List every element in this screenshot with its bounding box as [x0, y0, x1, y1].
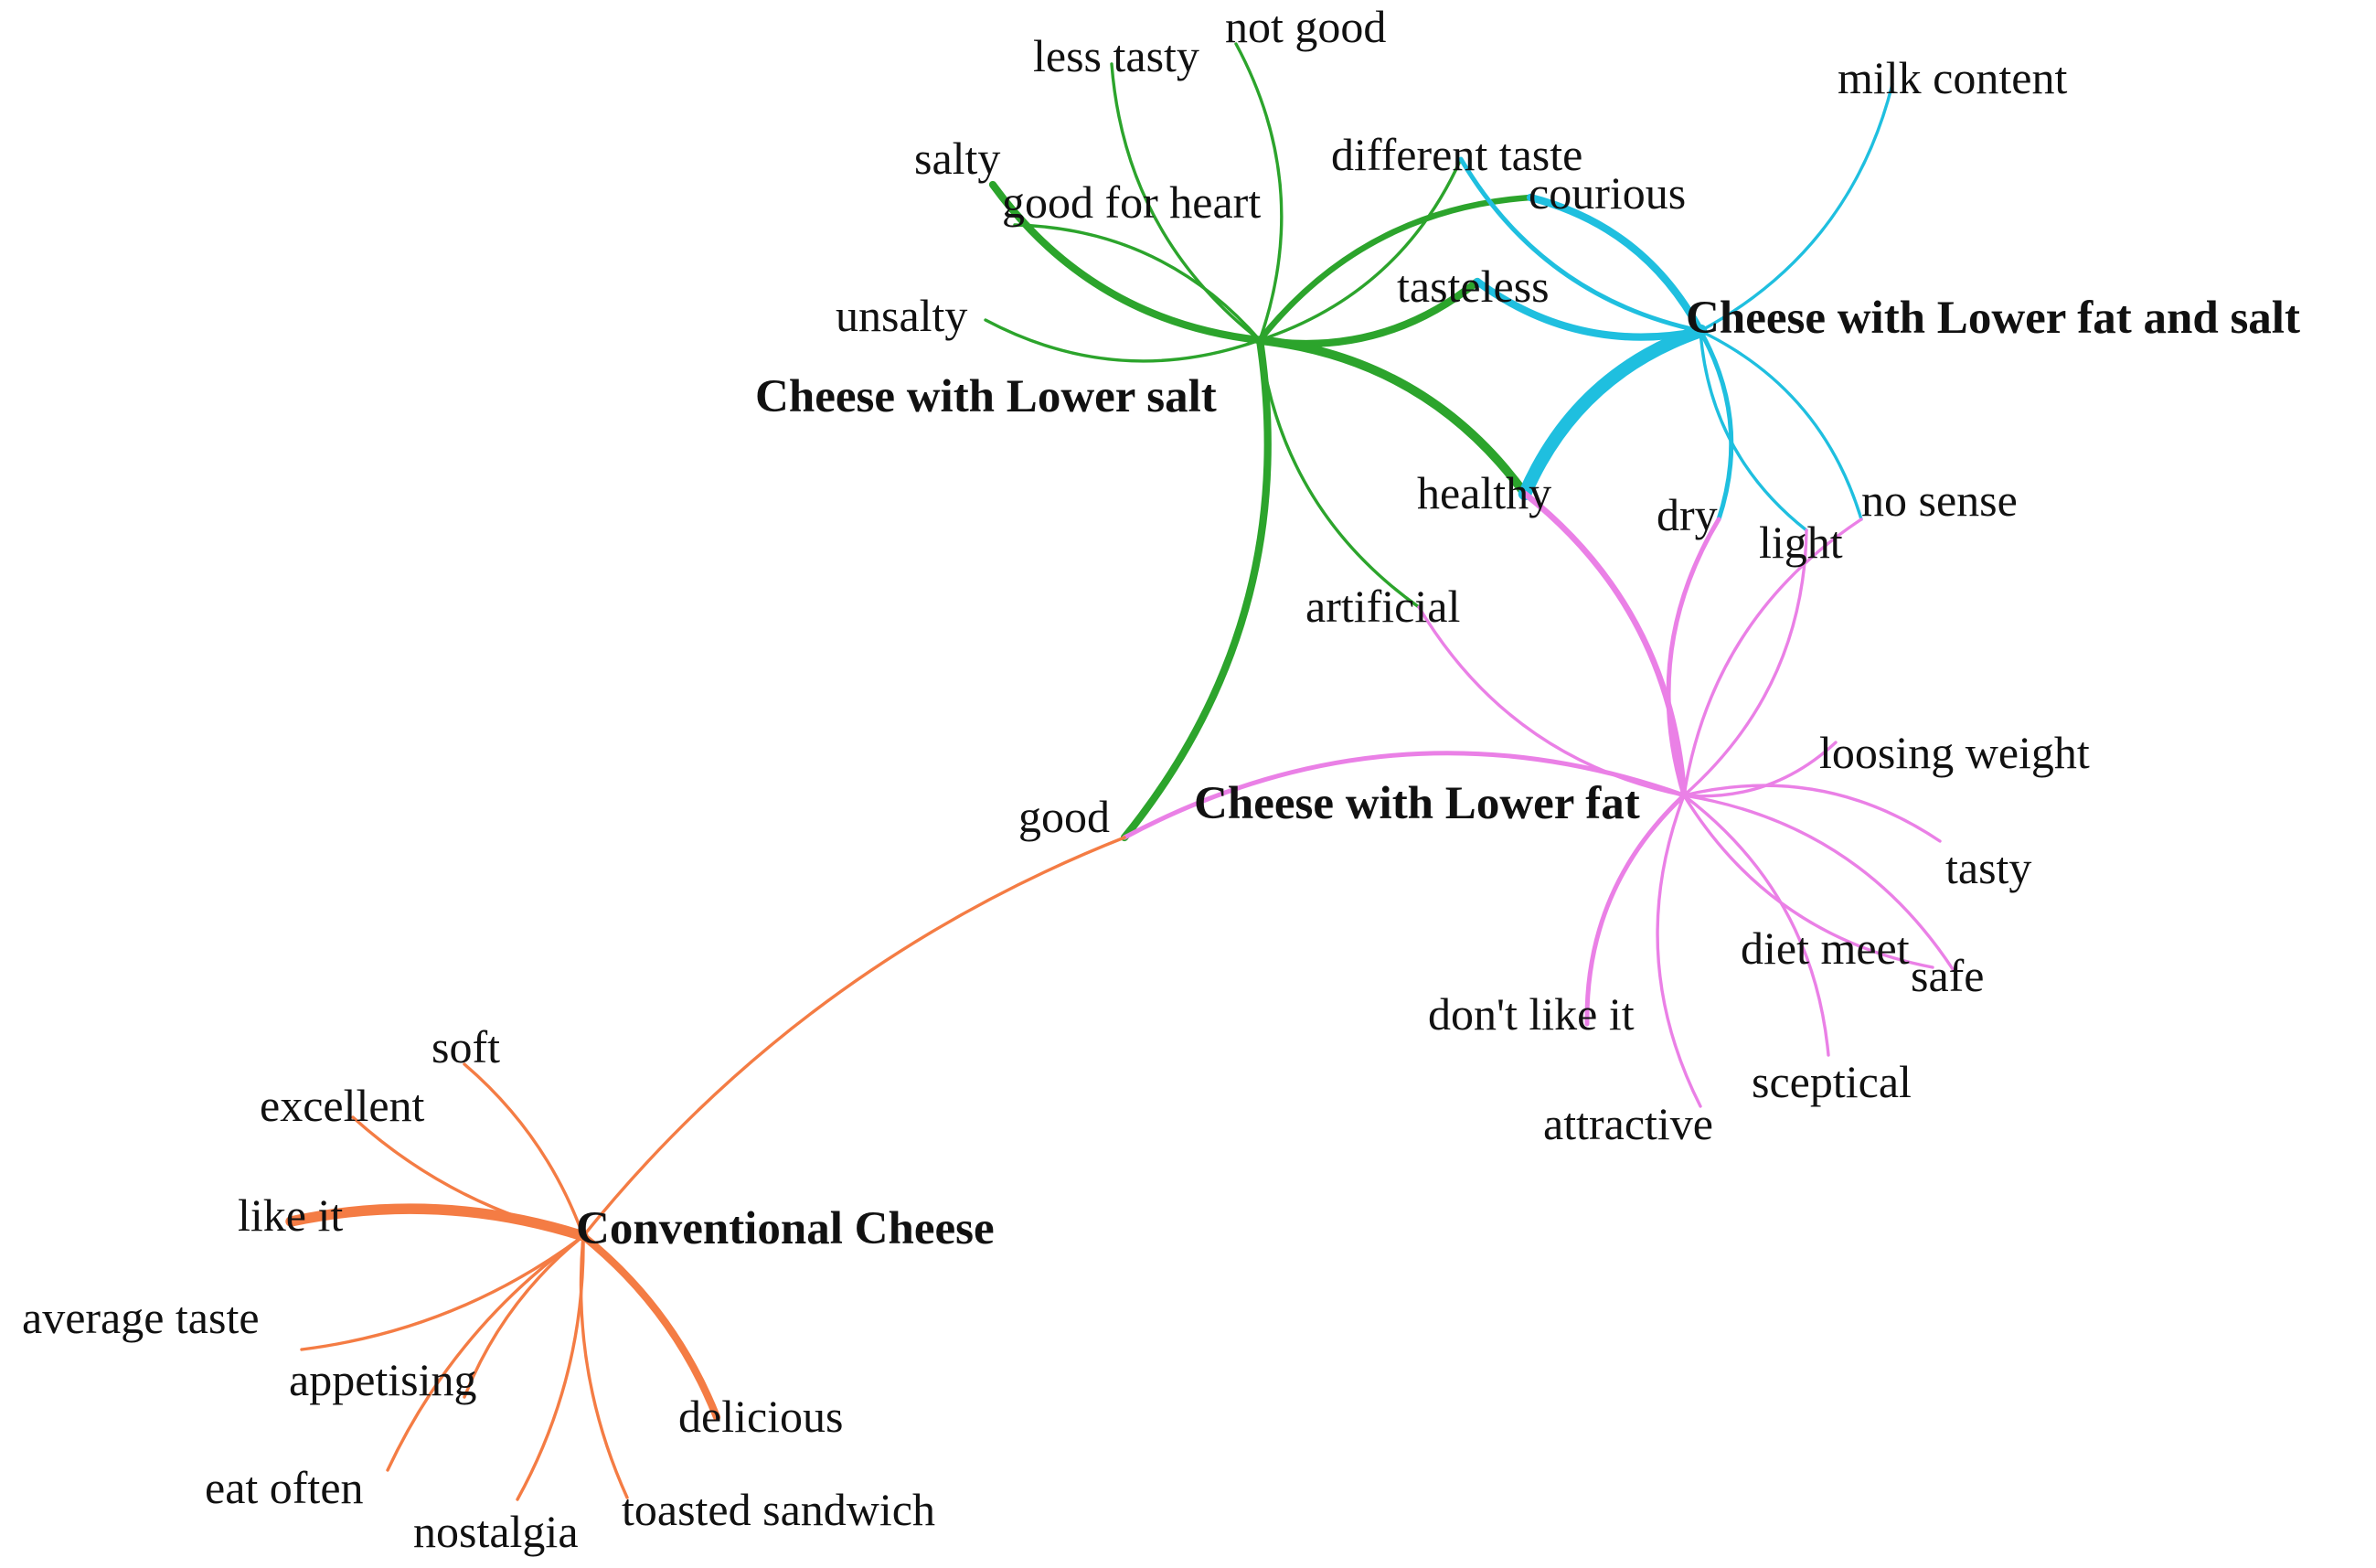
word-label-light: light [1759, 517, 1843, 568]
word-label-no-sense: no sense [1861, 475, 2018, 526]
edge-cheese-with-lower-fat-and-salt-to-healthy [1518, 324, 1708, 501]
edge-cheese-with-lower-salt-to-courious [1256, 194, 1534, 344]
edge-cheese-with-lower-fat-and-salt-to-different-taste [1458, 156, 1703, 334]
hub-label-cheese-with-lower-fat: Cheese with Lower fat [1194, 778, 1640, 829]
edge-cheese-with-lower-salt-to-good [1120, 336, 1272, 842]
word-label-milk-content: milk content [1838, 52, 2067, 103]
edge-conventional-cheese-to-eat-often [386, 1234, 585, 1472]
word-label-dry: dry [1657, 489, 1718, 540]
word-label-good: good [1018, 791, 1110, 842]
word-label-delicious: delicious [678, 1391, 844, 1442]
edge-cheese-with-lower-fat-to-safe [1682, 794, 1955, 971]
word-label-toasted-sandwich: toasted sandwich [622, 1484, 935, 1535]
word-label-good-for-heart: good for heart [1002, 176, 1261, 228]
edge-cheese-with-lower-fat-and-salt-to-no-sense [1699, 329, 1863, 521]
word-label-average-taste: average taste [22, 1292, 260, 1343]
edge-cheese-with-lower-fat-to-don-t-like-it [1584, 793, 1687, 1027]
word-label-excellent: excellent [260, 1080, 425, 1131]
edge-cheese-with-lower-salt-to-healthy [1255, 336, 1529, 498]
edge-cheese-with-lower-fat-to-healthy [1521, 490, 1688, 799]
edge-cheese-with-lower-salt-to-not-good [1234, 42, 1284, 342]
edge-cheese-with-lower-fat-to-diet-meet [1682, 794, 1934, 969]
edge-cheese-with-lower-salt-to-different-taste [1258, 157, 1463, 342]
edge-conventional-cheese-to-average-taste [300, 1234, 585, 1351]
edge-conventional-cheese-to-nostalgia [516, 1234, 585, 1501]
edge-conventional-cheese-to-good [581, 836, 1126, 1238]
word-label-unsalty: unsalty [836, 290, 967, 341]
word-label-don-t-like-it: don't like it [1428, 988, 1635, 1040]
edge-cheese-with-lower-fat-to-light [1682, 528, 1808, 797]
word-label-appetising: appetising [289, 1354, 477, 1405]
edge-cheese-with-lower-salt-to-less-tasty [1110, 62, 1262, 342]
hub-label-cheese-with-lower-fat-and-salt: Cheese with Lower fat and salt [1686, 293, 2300, 344]
hub-label-conventional-cheese: Conventional Cheese [576, 1203, 995, 1254]
edge-cheese-with-lower-fat-to-sceptical [1682, 794, 1830, 1057]
word-label-soft: soft [432, 1021, 500, 1072]
edge-cheese-with-lower-salt-to-good-for-heart [1013, 223, 1262, 342]
edge-cheese-with-lower-fat-to-good [1122, 751, 1687, 840]
edge-cheese-with-lower-fat-to-dry [1666, 517, 1721, 798]
word-label-diet-meet: diet meet [1741, 923, 1910, 974]
word-label-courious: courious [1529, 167, 1686, 219]
edge-cheese-with-lower-fat-and-salt-to-light [1699, 329, 1808, 532]
edge-cheese-with-lower-fat-to-attractive [1656, 794, 1702, 1108]
word-label-loosing-weight: loosing weight [1819, 727, 2090, 778]
word-label-attractive: attractive [1543, 1098, 1713, 1149]
word-label-tasteless: tasteless [1397, 261, 1550, 312]
edge-conventional-cheese-to-like-it [285, 1203, 589, 1242]
edge-conventional-cheese-to-soft [463, 1062, 585, 1238]
edge-cheese-with-lower-fat-and-salt-to-milk-content [1699, 82, 1894, 333]
word-label-healthy: healthy [1417, 467, 1551, 518]
edge-cheese-with-lower-fat-to-no-sense [1682, 517, 1863, 797]
word-label-eat-often: eat often [205, 1462, 364, 1513]
word-label-less-tasty: less tasty [1033, 30, 1199, 81]
edge-conventional-cheese-to-delicious [579, 1232, 721, 1422]
edge-cheese-with-lower-fat-and-salt-to-courious [1526, 193, 1705, 336]
word-label-like-it: like it [238, 1189, 343, 1241]
word-label-artificial: artificial [1305, 581, 1460, 632]
word-label-sceptical: sceptical [1752, 1056, 1912, 1107]
edge-cheese-with-lower-fat-to-artificial [1417, 605, 1686, 797]
edge-conventional-cheese-to-toasted-sandwich [579, 1234, 629, 1499]
edge-cheese-with-lower-fat-to-tasty [1682, 784, 1942, 843]
edge-cheese-with-lower-salt-to-unsalty [984, 318, 1262, 363]
edge-cheese-with-lower-fat-and-salt-to-dry [1698, 328, 1734, 522]
edge-cheese-with-lower-fat-and-salt-to-tasteless [1473, 277, 1705, 341]
edge-layer [285, 42, 1955, 1501]
word-label-tasty: tasty [1945, 842, 2031, 893]
edge-conventional-cheese-to-appetising [463, 1234, 585, 1399]
edge-conventional-cheese-to-excellent [351, 1115, 585, 1238]
word-label-safe: safe [1911, 950, 1985, 1001]
word-label-salty: salty [914, 133, 1000, 184]
word-label-different-taste: different taste [1331, 129, 1582, 180]
edge-cheese-with-lower-salt-to-salty [988, 180, 1264, 345]
word-label-nostalgia: nostalgia [413, 1506, 579, 1557]
word-label-not-good: not good [1225, 1, 1386, 52]
hub-label-cheese-with-lower-salt: Cheese with Lower salt [755, 371, 1217, 422]
